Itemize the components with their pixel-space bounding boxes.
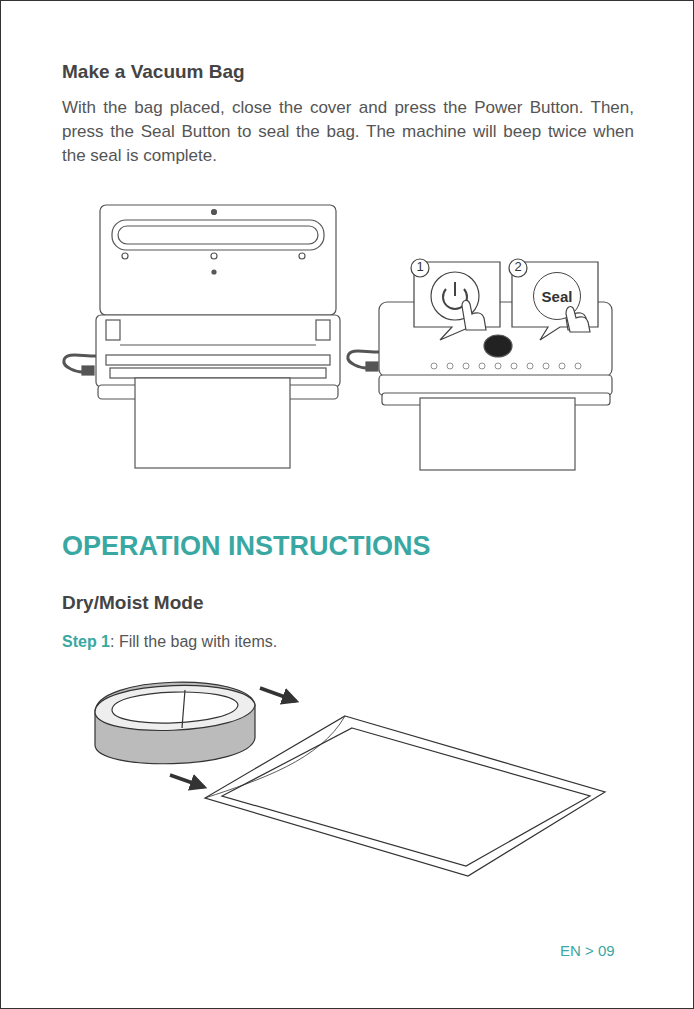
insert-arrows	[170, 688, 296, 787]
callout-number: 1	[411, 259, 429, 275]
callout-number: 2	[509, 259, 527, 275]
section-heading: Make a Vacuum Bag	[62, 60, 462, 84]
seal-callout	[509, 259, 598, 340]
step-text: : Fill the bag with items.	[110, 632, 510, 652]
button-row	[431, 363, 581, 369]
page-number: EN > 09	[560, 941, 640, 960]
vacuum-bag	[205, 716, 605, 876]
section-heading: Dry/Moist Mode	[62, 591, 462, 615]
button-label: Seal	[542, 288, 573, 305]
food-tray	[95, 682, 255, 764]
body-text: With the bag placed, close the cover and…	[62, 96, 634, 168]
chapter-heading: OPERATION INSTRUCTIONS	[62, 529, 622, 563]
step-label: Step 1	[62, 632, 110, 652]
power-callout	[411, 259, 500, 340]
sealer-open	[64, 205, 340, 468]
finger-icon	[560, 300, 600, 340]
finger-icon	[566, 307, 590, 332]
